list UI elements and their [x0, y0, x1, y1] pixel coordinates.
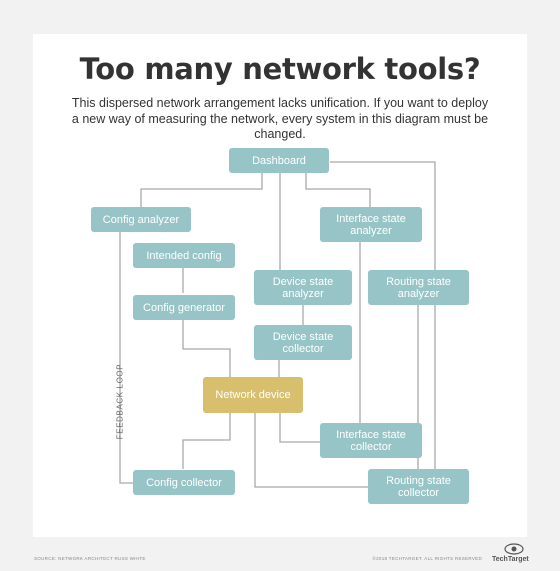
node-device-state-collector-label: Device state collector — [272, 330, 334, 355]
logo-brand-text: TechTarget — [492, 556, 529, 563]
node-device-state-collector: Device state collector — [254, 325, 352, 360]
connector-feedback-loop — [119, 232, 133, 484]
node-config-analyzer: Config analyzer — [91, 207, 191, 232]
diagram-title: Too many network tools? — [79, 52, 481, 86]
connector-network-interface-collector — [279, 413, 320, 443]
node-intended-config: Intended config — [133, 243, 235, 268]
node-config-generator: Config generator — [133, 295, 235, 320]
node-device-state-analyzer: Device state analyzer — [254, 270, 352, 305]
node-interface-state-collector: Interface state collector — [320, 423, 422, 458]
connector-dashboard-interface-analyzer — [305, 172, 371, 207]
node-network-device: Network device — [203, 377, 303, 413]
node-config-collector-label: Config collector — [146, 476, 222, 489]
node-dashboard-label: Dashboard — [252, 154, 306, 167]
node-routing-state-analyzer: Routing state analyzer — [368, 270, 469, 305]
connector-network-routing-collector — [254, 413, 368, 488]
connector-network-config-collector — [182, 413, 231, 469]
node-interface-state-collector-label: Interface state collector — [336, 428, 406, 453]
techtarget-logo: TechTarget — [492, 543, 534, 567]
node-config-analyzer-label: Config analyzer — [102, 213, 180, 226]
connector-generator-device — [182, 320, 231, 377]
node-interface-state-analyzer-label: Interface state analyzer — [336, 212, 406, 237]
node-config-generator-label: Config generator — [143, 301, 225, 314]
node-routing-state-analyzer-label: Routing state analyzer — [386, 275, 451, 300]
node-network-device-label: Network device — [215, 389, 291, 401]
connector-dashboard-routing-collector — [330, 161, 436, 469]
diagram-subtitle: This dispersed network arrangement lacks… — [71, 96, 489, 141]
source-credit: SOURCE: NETWORK ARCHITECT RUSS WHITE — [34, 556, 146, 561]
node-config-collector: Config collector — [133, 470, 235, 495]
connector-dashboard-config-analyzer — [140, 172, 263, 207]
eye-logo-icon — [504, 543, 524, 555]
node-routing-state-collector: Routing state collector — [368, 469, 469, 504]
node-intended-config-label: Intended config — [146, 249, 222, 262]
node-interface-state-analyzer: Interface state analyzer — [320, 207, 422, 242]
node-routing-state-collector-label: Routing state collector — [386, 474, 451, 499]
copyright-notice: ©2018 TECHTARGET. ALL RIGHTS RESERVED — [372, 556, 482, 561]
node-dashboard: Dashboard — [229, 148, 329, 173]
feedback-loop-label: FEEDBACK LOOP — [115, 363, 125, 440]
node-device-state-analyzer-label: Device state analyzer — [272, 275, 334, 300]
